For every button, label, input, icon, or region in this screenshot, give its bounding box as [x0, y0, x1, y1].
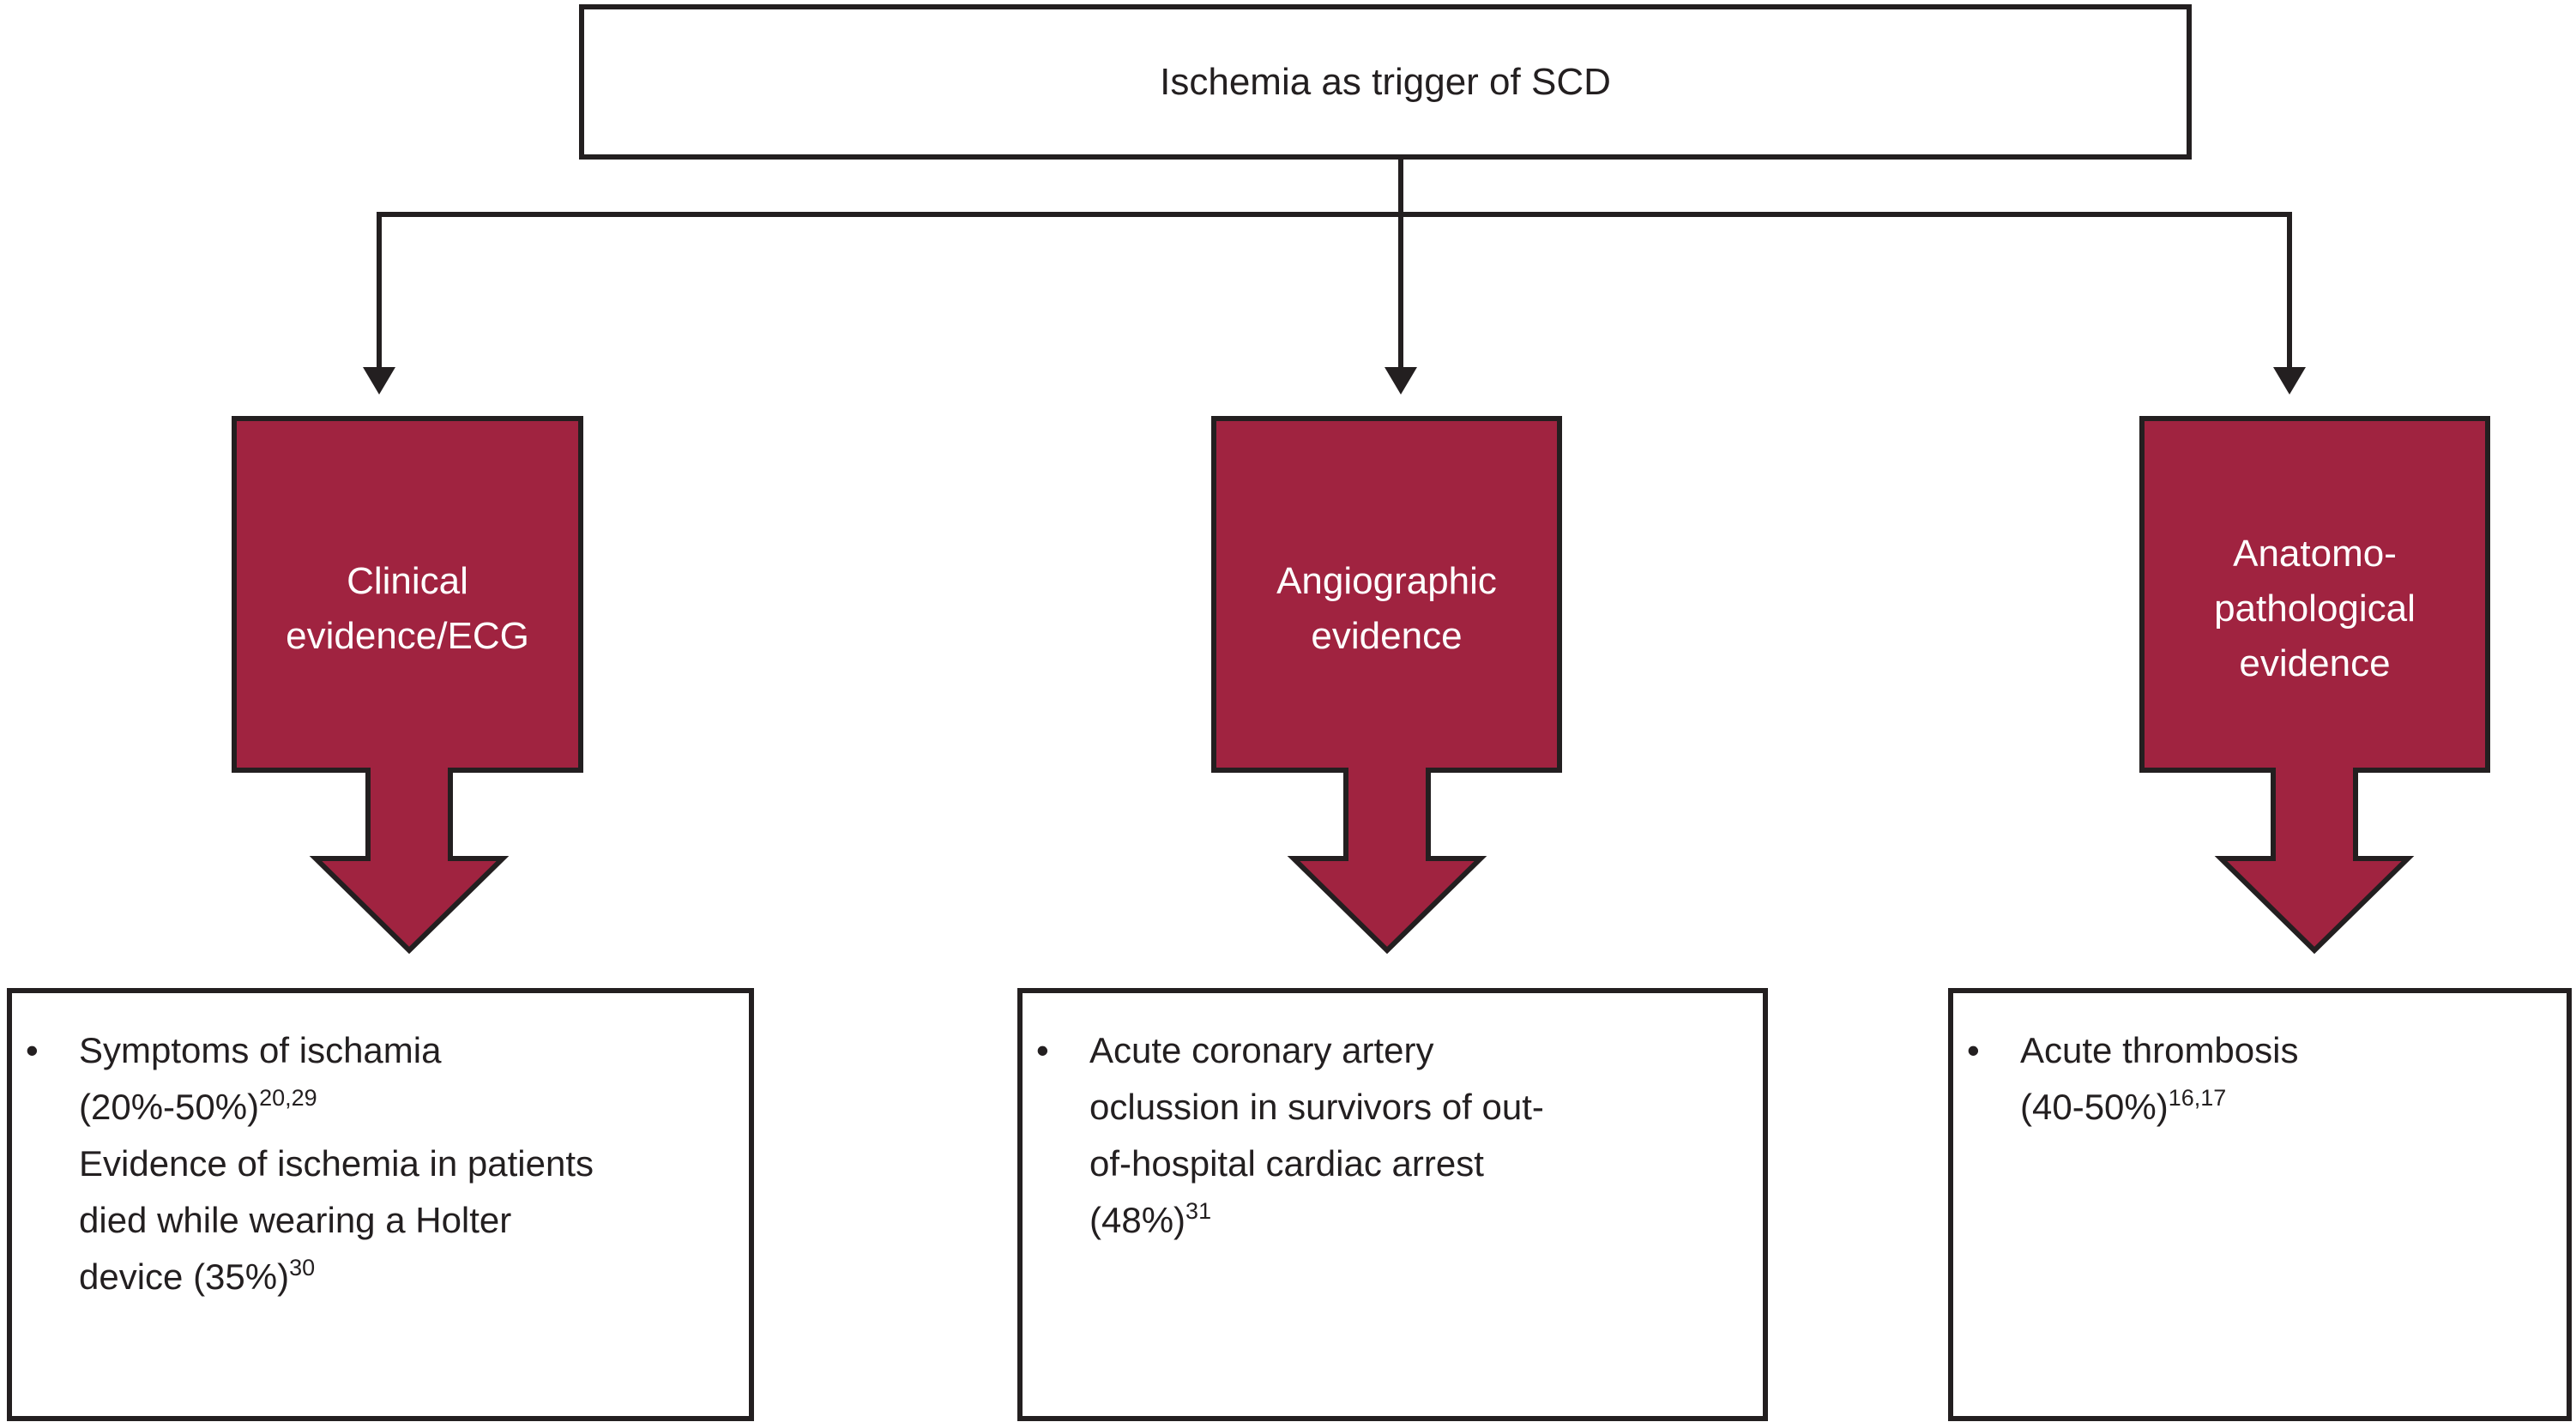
plaque-label-clinical: Clinical evidence/ECG: [234, 419, 581, 770]
label-line: Clinical: [347, 560, 468, 602]
detail-text: Evidence of ischemia in patients: [79, 1143, 594, 1184]
label-line: pathological: [2214, 587, 2416, 630]
reference-superscript: 20,29: [259, 1085, 317, 1111]
bullet-marker: •: [1967, 1030, 1980, 1070]
detail-line: of-hospital cardiac arrest: [1023, 1136, 1763, 1192]
detail-box-anatomo: • Acute thrombosis (40-50%)16,17: [1948, 988, 2572, 1421]
root-node-box: Ischemia as trigger of SCD: [579, 4, 2192, 160]
connector-left-vertical-line: [377, 212, 382, 370]
detail-line: (48%)31: [1023, 1192, 1763, 1249]
plaque-label-anatomo: Anatomo-pathological evidence: [2142, 419, 2488, 770]
detail-text: (48%): [1089, 1200, 1186, 1240]
label-line: evidence: [2239, 642, 2391, 684]
detail-text: of-hospital cardiac arrest: [1089, 1143, 1484, 1184]
detail-text: oclussion in survivors of out-: [1089, 1087, 1544, 1127]
arrowhead-down-right-icon: [2273, 367, 2306, 395]
plaque-clinical-shape: [232, 416, 583, 955]
detail-text: device (35%): [79, 1256, 290, 1297]
detail-line: oclussion in survivors of out-: [1023, 1079, 1763, 1136]
plaque-anatomo-shape: [2139, 416, 2490, 955]
reference-superscript: 16,17: [2168, 1085, 2227, 1111]
detail-text: Acute coronary artery: [1089, 1030, 1434, 1070]
connector-center-vertical-line: [1398, 160, 1403, 370]
root-node-label: Ischemia as trigger of SCD: [1160, 60, 1611, 103]
detail-line: device (35%)30: [12, 1249, 749, 1305]
plaque-label-angiographic: Angiographic evidence: [1214, 419, 1559, 770]
detail-line: Evidence of ischemia in patients: [12, 1136, 749, 1192]
detail-text: (20%-50%): [79, 1087, 260, 1127]
connector-right-vertical-line: [2287, 212, 2292, 370]
detail-text: died while wearing a Holter: [79, 1200, 512, 1240]
label-line: evidence/ECG: [286, 615, 529, 657]
reference-superscript: 31: [1185, 1198, 1212, 1224]
label-line: Anatomo-: [2233, 533, 2397, 575]
bullet-marker: •: [26, 1030, 39, 1070]
detail-text: Symptoms of ischamia: [79, 1030, 442, 1070]
detail-line: (40-50%)16,17: [1953, 1079, 2567, 1136]
connector-horizontal-line: [377, 212, 2292, 217]
label-line: Angiographic: [1276, 560, 1497, 602]
label-line: evidence: [1311, 615, 1463, 657]
arrowhead-down-left-icon: [363, 367, 395, 395]
detail-box-angiographic: • Acute coronary artery oclussion in survi…: [1017, 988, 1768, 1421]
detail-line: (20%-50%)20,29: [12, 1079, 749, 1136]
reference-superscript: 30: [289, 1255, 316, 1280]
detail-line: • Symptoms of ischamia: [12, 1022, 749, 1079]
plaque-angiographic-shape: [1211, 416, 1562, 955]
detail-line: died while wearing a Holter: [12, 1192, 749, 1249]
detail-line: • Acute coronary artery: [1023, 1022, 1763, 1079]
bullet-marker: •: [1036, 1030, 1049, 1070]
detail-text: Acute thrombosis: [2020, 1030, 2299, 1070]
detail-text: (40-50%): [2020, 1087, 2169, 1127]
detail-line: • Acute thrombosis: [1953, 1022, 2567, 1079]
arrowhead-down-center-icon: [1385, 367, 1417, 395]
